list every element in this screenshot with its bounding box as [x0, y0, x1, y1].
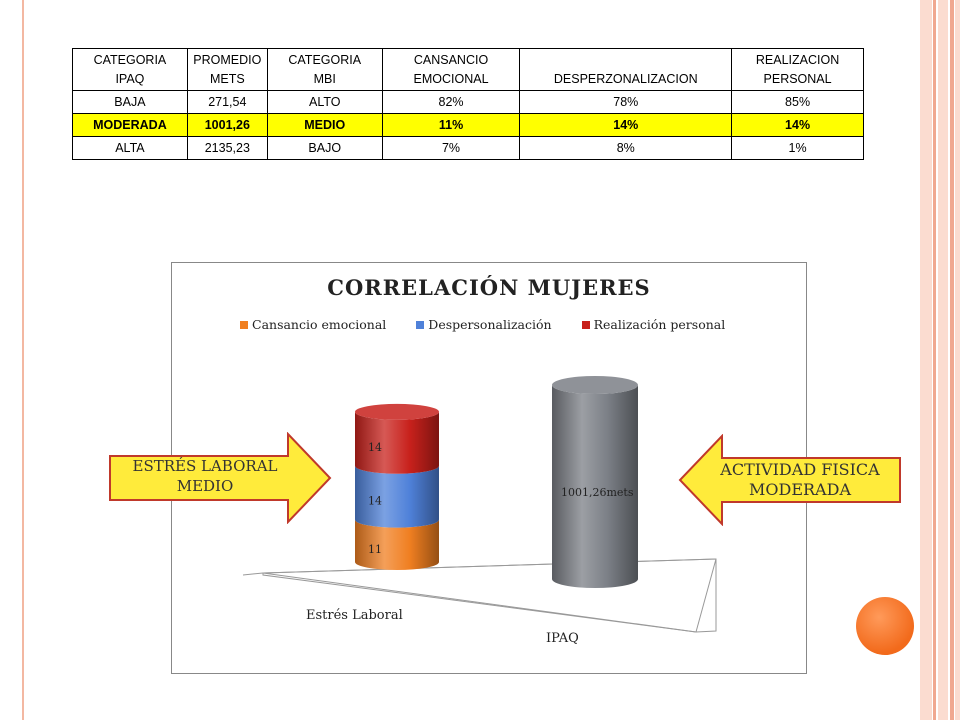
table-cell: 1%	[731, 136, 864, 160]
table-cell: 78%	[519, 90, 733, 114]
chart-legend: Cansancio emocional Despersonalización R…	[240, 317, 725, 332]
legend-swatch	[581, 320, 590, 329]
table-cell: ALTA	[72, 136, 188, 160]
data-label: 14	[368, 441, 382, 454]
orange-circle-decor	[856, 597, 914, 655]
table-cell: 11%	[381, 113, 521, 137]
legend-label: Realización personal	[593, 317, 726, 332]
table-row-highlighted: MODERADA 1001,26 MEDIO 11% 14% 14%	[72, 113, 864, 137]
table-cell: ALTO	[266, 90, 383, 114]
bar-ipaq	[552, 385, 638, 588]
table-row: ALTA 2135,23 BAJO 7% 8% 1%	[72, 136, 864, 160]
left-decor-rule	[22, 0, 24, 720]
bar-ipaq-top	[552, 376, 638, 394]
table-cell: MEDIO	[266, 113, 383, 137]
table-header: DESPERZONALIZACION	[519, 48, 733, 91]
legend-item: Cansancio emocional	[240, 317, 386, 332]
left-callout-arrow	[109, 432, 332, 524]
right-callout-arrow	[678, 434, 901, 526]
right-decor-stripe	[950, 0, 954, 720]
chart-floor-edge	[695, 558, 717, 633]
right-decor-stripe	[955, 0, 960, 720]
table-cell: 8%	[519, 136, 733, 160]
table-cell: BAJA	[72, 90, 188, 114]
table-row: BAJA 271,54 ALTO 82% 78% 85%	[72, 90, 864, 114]
data-label: 11	[368, 543, 382, 556]
category-label: Estrés Laboral	[306, 608, 403, 623]
table-cell: 1001,26	[186, 113, 268, 137]
right-decor-stripe	[920, 0, 932, 720]
table-cell: 82%	[381, 90, 521, 114]
chart-title: CORRELACIÓN MUJERES	[327, 275, 651, 300]
table-cell: 7%	[381, 136, 521, 160]
bar-realizacion	[355, 411, 439, 474]
table-cell: 271,54	[186, 90, 268, 114]
table-cell: BAJO	[266, 136, 383, 160]
legend-label: Despersonalización	[428, 317, 552, 332]
chart-floor-edge	[262, 572, 697, 633]
chart-floor-edge	[262, 558, 717, 574]
table-cell: MODERADA	[72, 113, 188, 137]
right-decor-stripe	[933, 0, 936, 720]
legend-swatch	[240, 320, 248, 329]
bar-realizacion-top	[355, 403, 439, 420]
legend-label: Cansancio emocional	[252, 317, 387, 332]
data-label: 14	[368, 495, 382, 508]
legend-item: Despersonalización	[416, 317, 552, 332]
table-cell: 2135,23	[186, 136, 268, 160]
legend-swatch	[416, 320, 425, 329]
category-label: IPAQ	[546, 631, 579, 646]
chart-floor-edge	[242, 572, 264, 576]
data-label-ipaq: 1001,26mets	[561, 486, 634, 499]
table-cell: 14%	[731, 113, 864, 137]
table-cell: 14%	[519, 113, 733, 137]
legend-item: Realización personal	[581, 317, 726, 332]
table-cell: 85%	[731, 90, 864, 114]
bar-despersonalizacion	[355, 465, 439, 528]
bar-cansancio	[355, 519, 439, 570]
right-decor-stripe	[938, 0, 948, 720]
